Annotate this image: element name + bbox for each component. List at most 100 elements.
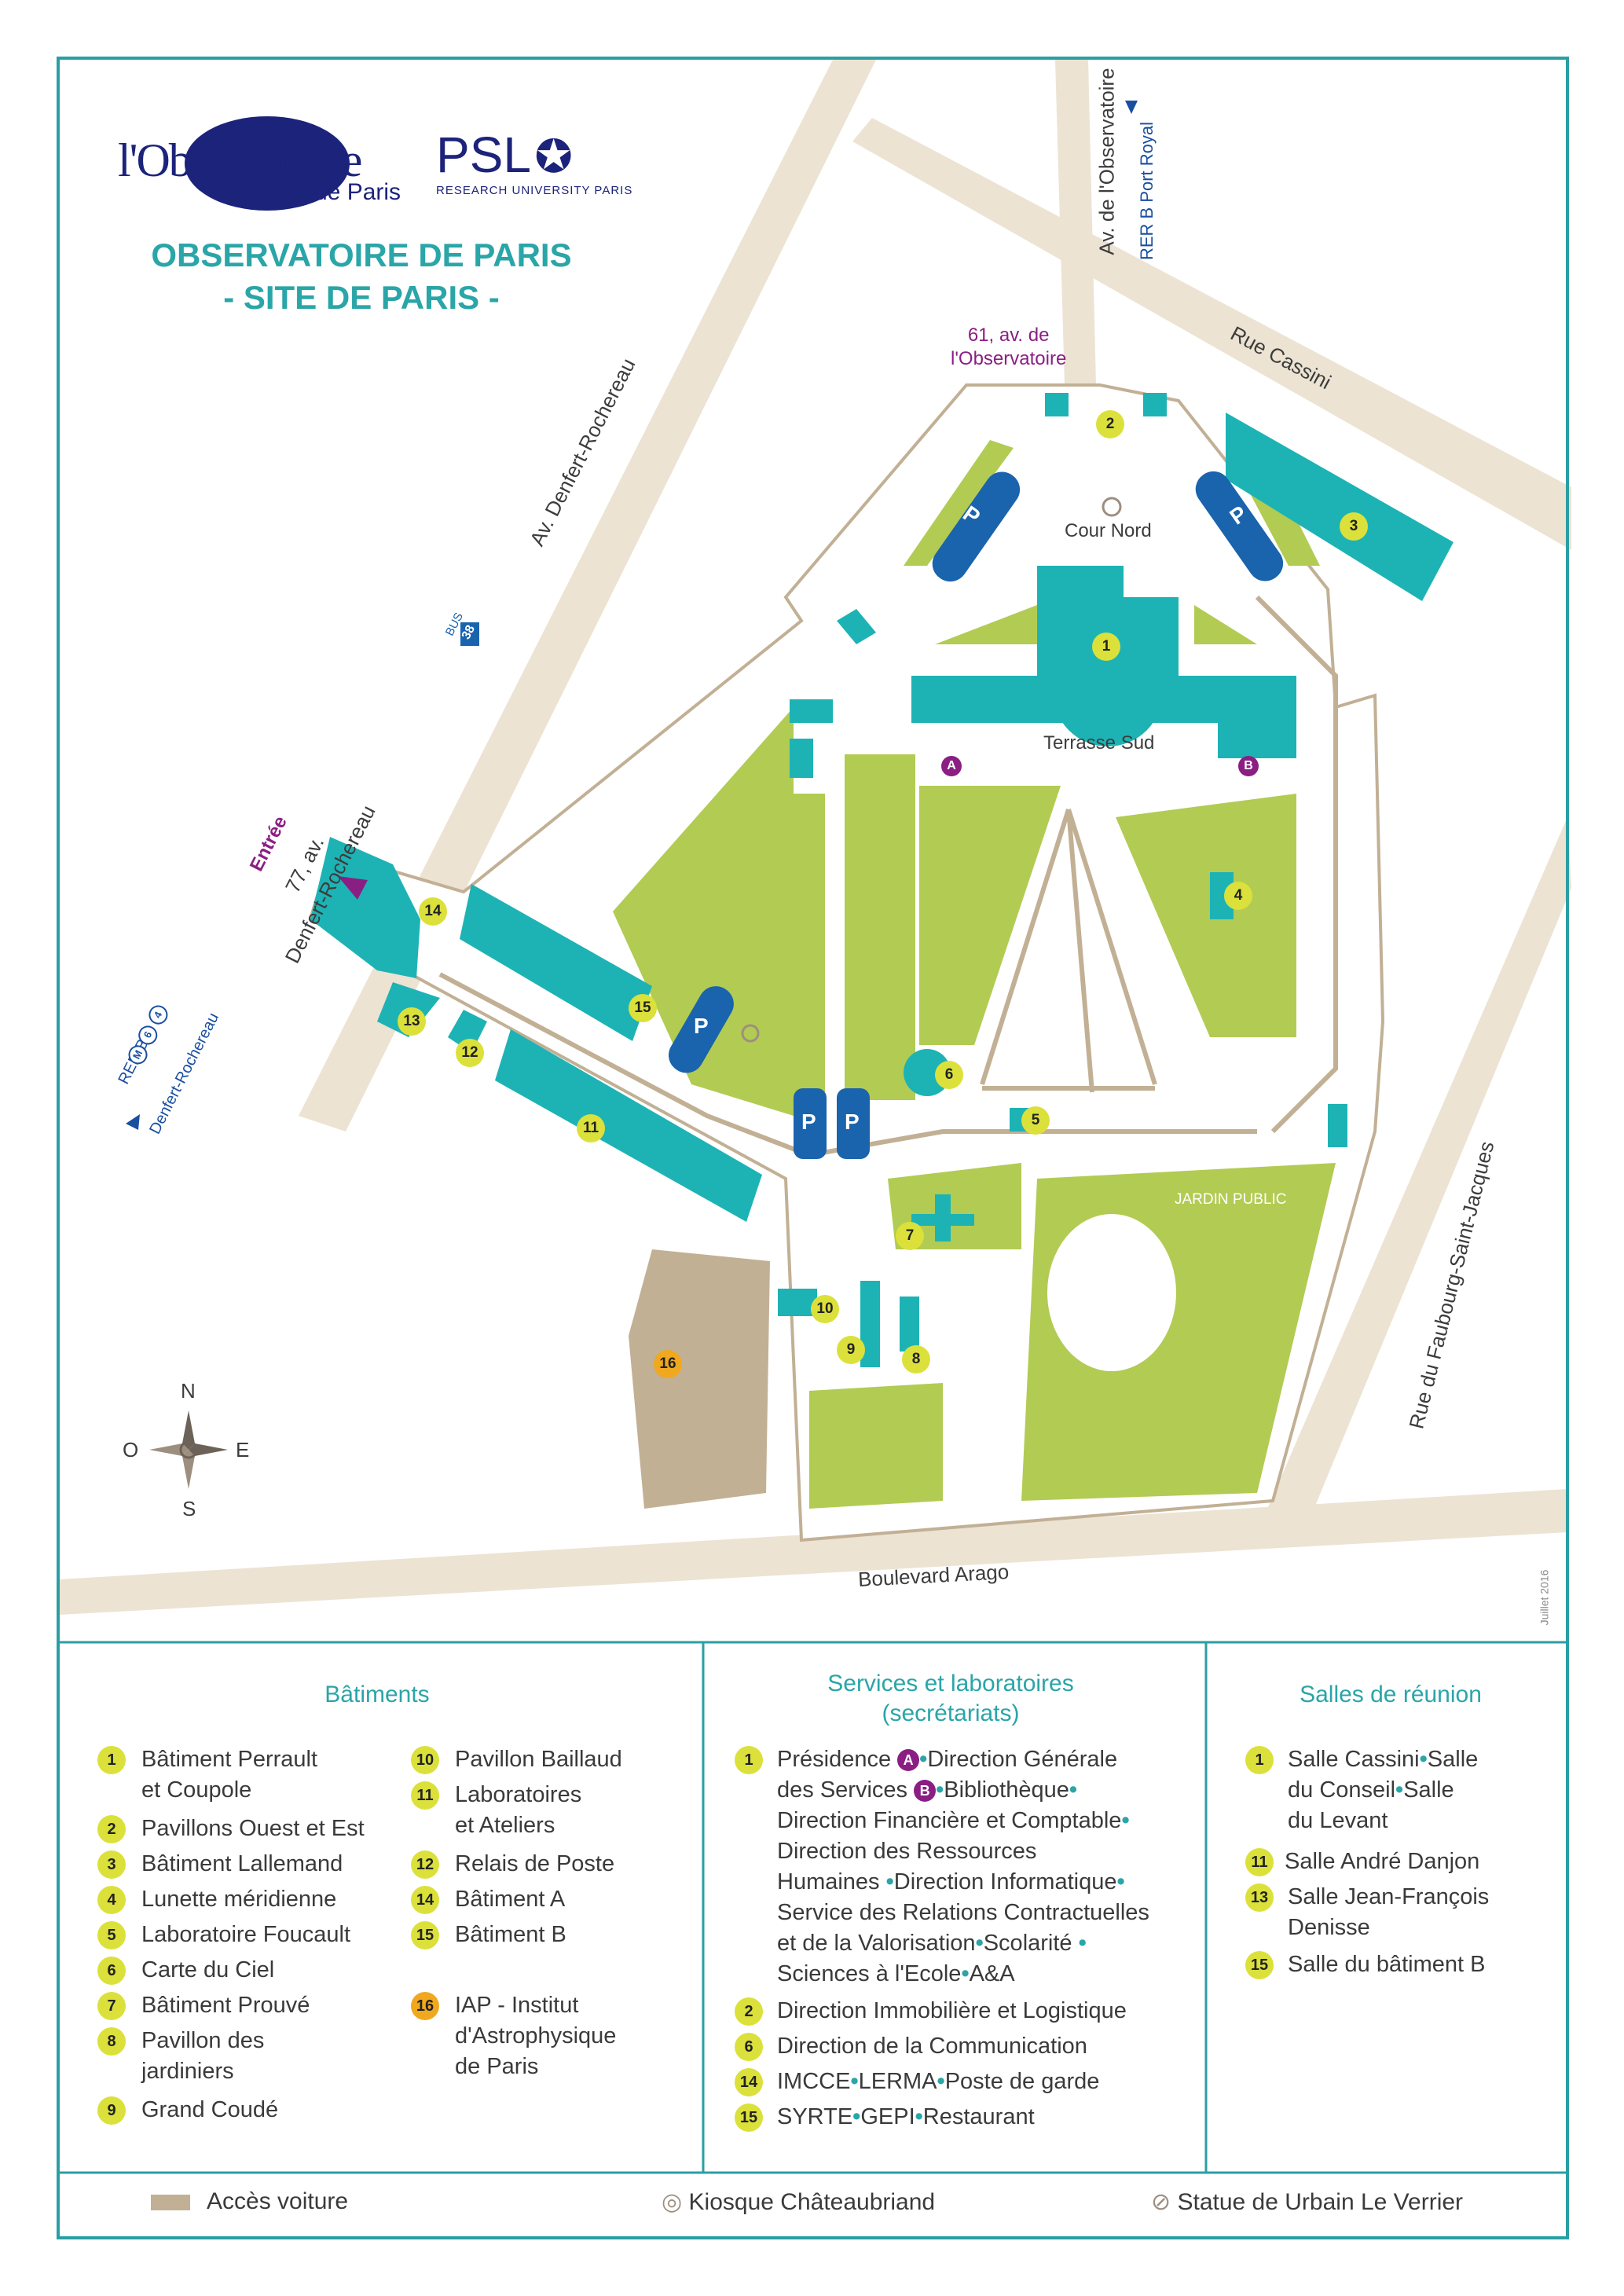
map-badge-10[interactable]: 10 xyxy=(811,1295,839,1323)
bat-label: Pavillon Baillaud xyxy=(455,1747,622,1772)
bat-label: Carte du Ciel xyxy=(141,1957,275,1982)
map-badge-6[interactable]: 6 xyxy=(935,1061,963,1089)
legend-salles-title: Salles de réunion xyxy=(1300,1682,1482,1707)
salle-label: Salle Jean-François Denisse xyxy=(1288,1884,1490,1940)
service-label: Direction Immobilière et Logistique xyxy=(777,1998,1127,2023)
badge-a: A xyxy=(897,1749,920,1772)
parking-label-4: P xyxy=(801,1109,816,1134)
bat-label: IAP - Institut d'Astrophysique de Paris xyxy=(455,1993,617,2079)
sep: • xyxy=(915,2104,923,2129)
du-levant: du Levant xyxy=(1288,1808,1388,1833)
bat-label: Grand Coudé xyxy=(141,2097,279,2122)
parking-label-5: P xyxy=(845,1109,860,1134)
bat-badge: 1 xyxy=(97,1746,126,1774)
page-title: OBSERVATOIRE DE PARIS - SITE DE PARIS - xyxy=(86,234,636,319)
dir-ressources: Direction des Ressources xyxy=(777,1839,1037,1864)
jardin-oval xyxy=(1047,1214,1176,1371)
bat-label: Laboratoires et Ateliers xyxy=(455,1782,582,1838)
bat-badge: 10 xyxy=(411,1746,439,1774)
badge-b: B xyxy=(914,1780,937,1803)
logo-disc xyxy=(185,116,350,211)
dir-informatique: Direction Informatique xyxy=(893,1869,1117,1894)
legend-services-title: Services et laboratoires (secrétariats) xyxy=(754,1669,1147,1729)
date-label: Juillet 2016 xyxy=(1538,1569,1551,1626)
bat-label: Relais de Poste xyxy=(455,1851,615,1876)
imcce: IMCCE xyxy=(777,2069,851,2094)
dir-financiere: Direction Financière et Comptable xyxy=(777,1808,1122,1833)
map-badge-16[interactable]: 16 xyxy=(654,1350,682,1378)
legend-dividers xyxy=(58,1641,1567,2174)
lerma: LERMA xyxy=(858,2069,937,2094)
map-badge-11[interactable]: 11 xyxy=(577,1114,605,1142)
map-badge-b[interactable]: B xyxy=(1238,756,1259,776)
service-badge: 6 xyxy=(735,2033,763,2061)
sep: • xyxy=(850,2069,859,2094)
rer-port-royal-label: RER B Port Royal xyxy=(1137,121,1157,261)
map-badge-8[interactable]: 8 xyxy=(902,1345,930,1374)
map-badge-5[interactable]: 5 xyxy=(1021,1106,1050,1135)
bat-badge: 8 xyxy=(97,2027,126,2056)
bat-badge: 14 xyxy=(411,1886,439,1914)
map-badge-15[interactable]: 15 xyxy=(629,994,657,1022)
map-badge-9[interactable]: 9 xyxy=(837,1336,865,1364)
sep: • xyxy=(1395,1777,1404,1803)
parkings xyxy=(669,471,1284,1159)
faubourg-road xyxy=(1257,817,1571,1532)
sep: • xyxy=(885,1869,894,1894)
cour-nord-label: Cour Nord xyxy=(1065,520,1152,541)
boulevard-arago-road xyxy=(60,1489,1567,1615)
footer-statue: ⊘ Statue de Urbain Le Verrier xyxy=(1151,2188,1463,2216)
psl-star-icon: ✪ xyxy=(534,131,574,182)
kiosque-icon: ◎ xyxy=(662,2189,683,2215)
map-badge-4[interactable]: 4 xyxy=(1224,882,1252,910)
bat-label: Bâtiment Prouvé xyxy=(141,1993,310,2018)
map-badge-a[interactable]: A xyxy=(941,756,962,776)
avenue-denfert-road xyxy=(299,60,876,1131)
map-badge-12[interactable]: 12 xyxy=(456,1039,484,1067)
compass-o: O xyxy=(123,1438,139,1462)
psl-text: PSL xyxy=(436,127,531,183)
addr-61-line-2: l'Observatoire xyxy=(951,348,1067,369)
services-title-2: (secrétariats) xyxy=(882,1700,1020,1726)
service-relations: Service des Relations Contractuelles xyxy=(777,1900,1149,1925)
bat-badge: 6 xyxy=(97,1957,126,1985)
bat-label: Pavillons Ouest et Est xyxy=(141,1816,365,1841)
streets xyxy=(60,60,1571,1615)
restaurant: Restaurant xyxy=(922,2104,1035,2129)
street-av-observatoire: Av. de l'Observatoire xyxy=(1094,68,1119,255)
bat-label: Bâtiment A xyxy=(455,1887,566,1912)
map-badge-14[interactable]: 14 xyxy=(419,897,447,926)
legend-batiments-title: Bâtiments xyxy=(324,1682,430,1707)
kiosque-symbol xyxy=(741,1024,760,1043)
map-badge-3[interactable]: 3 xyxy=(1340,512,1368,541)
sep: • xyxy=(975,1931,984,1956)
valorisation: et de la Valorisation xyxy=(777,1931,976,1956)
statue-label: Statue de Urbain Le Verrier xyxy=(1177,2189,1464,2215)
dir-generale: Direction Générale xyxy=(927,1747,1118,1772)
statue-icon: ⊘ xyxy=(1151,2189,1171,2215)
sep: • xyxy=(936,1777,944,1803)
logo-subtext: de Paris xyxy=(314,179,401,205)
map-badge-7[interactable]: 7 xyxy=(896,1222,924,1250)
map-badge-1[interactable]: 1 xyxy=(1092,633,1120,661)
service-label: Direction de la Communication xyxy=(777,2034,1087,2059)
service-badge: 15 xyxy=(735,2103,763,2132)
compass-n: N xyxy=(181,1379,196,1403)
map-badge-13[interactable]: 13 xyxy=(398,1007,426,1036)
bat-badge: 4 xyxy=(97,1886,126,1914)
bat-badge: 16 xyxy=(411,1992,439,2020)
scolarite: Scolarité xyxy=(983,1931,1072,1956)
rer-denfert-arrow xyxy=(126,1114,140,1130)
humaines: Humaines xyxy=(777,1869,880,1894)
services-title-1: Services et laboratoires xyxy=(827,1671,1074,1696)
bus-stop-icon xyxy=(460,622,479,646)
compass-e: E xyxy=(236,1438,250,1462)
service-badge: 1 xyxy=(735,1746,763,1774)
bat-label: Bâtiment Lallemand xyxy=(141,1851,343,1876)
parking-label-3: P xyxy=(694,1014,709,1038)
sep: • xyxy=(1121,1808,1130,1833)
compass-rose xyxy=(149,1410,228,1489)
bat-label: Pavillon des jardiniers xyxy=(141,2028,265,2084)
bat-label: Lunette méridienne xyxy=(141,1887,337,1912)
map-badge-2[interactable]: 2 xyxy=(1096,410,1124,438)
